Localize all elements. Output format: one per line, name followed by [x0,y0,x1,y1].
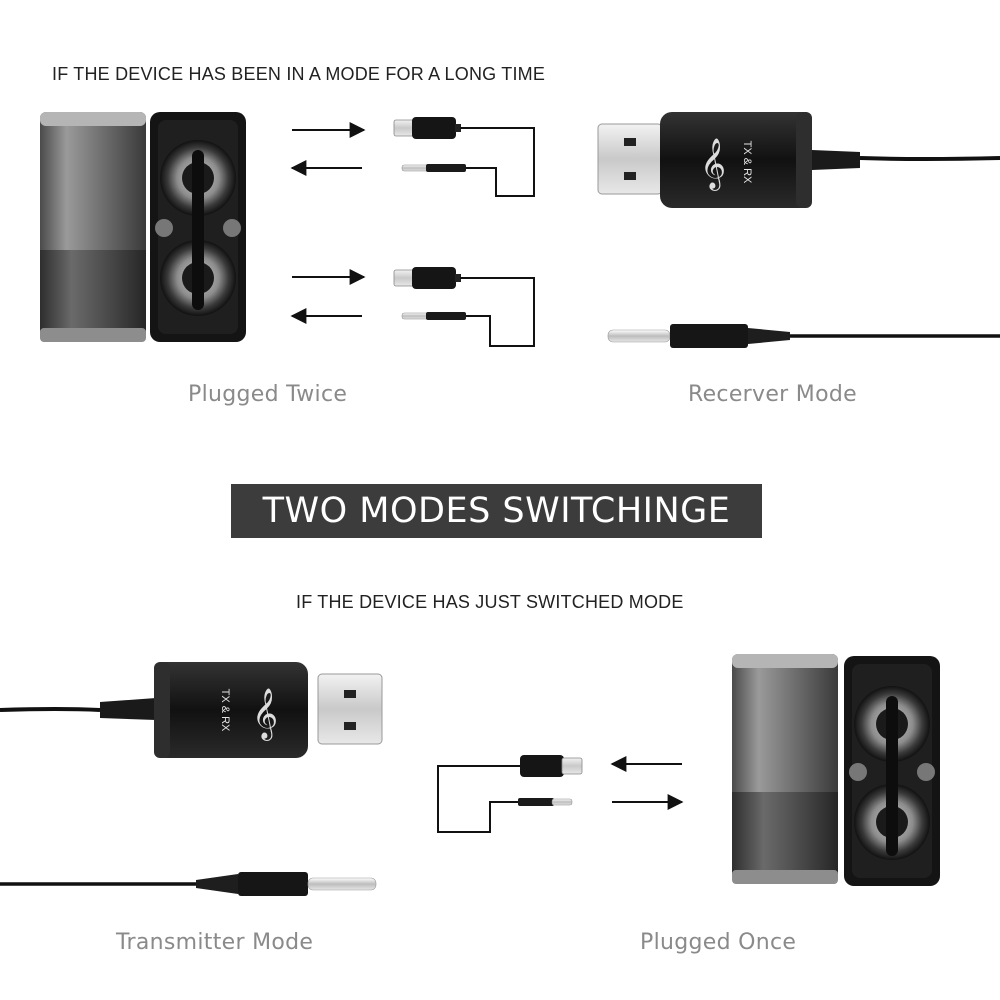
small-adapter-icon [437,755,583,833]
mode-switch-banner: TWO MODES SWITCHINGE [231,484,762,538]
treble-clef-icon: 𝄞 [252,688,278,741]
plugged-once-caption: Plugged Once [640,930,797,955]
cylinder-speaker-icon [732,654,838,884]
arrow-pair-top-2 [290,269,366,324]
dual-speaker-icon [844,656,940,886]
speaker-set-top [40,112,246,342]
device-label-bottom: TX & RX [219,689,231,732]
speaker-set-bottom [732,654,940,886]
small-adapter-icon [393,267,535,347]
cylinder-speaker-icon [40,112,146,342]
small-adapter-icon [393,117,535,197]
banner-title: TWO MODES SWITCHINGE [262,491,731,531]
top-heading: IF THE DEVICE HAS BEEN IN A MODE FOR A L… [52,64,546,84]
usb-dongle-receiver: 𝄞 [597,112,1000,208]
device-label-top: TX & RX [741,141,753,184]
audio-jack-plug-icon [607,324,1000,348]
receiver-mode-caption: Recerver Mode [688,382,857,407]
treble-clef-icon: 𝄞 [700,138,726,191]
arrow-pair-top-1 [290,122,366,176]
bottom-heading: IF THE DEVICE HAS JUST SWITCHED MODE [296,592,684,612]
audio-jack-plug-icon [0,872,377,896]
transmitter-mode-caption: Transmitter Mode [116,930,314,955]
arrow-pair-bottom [610,756,684,810]
usb-dongle-transmitter: 𝄞 [0,662,383,758]
plugged-twice-caption: Plugged Twice [188,382,348,407]
dual-speaker-icon [150,112,246,342]
